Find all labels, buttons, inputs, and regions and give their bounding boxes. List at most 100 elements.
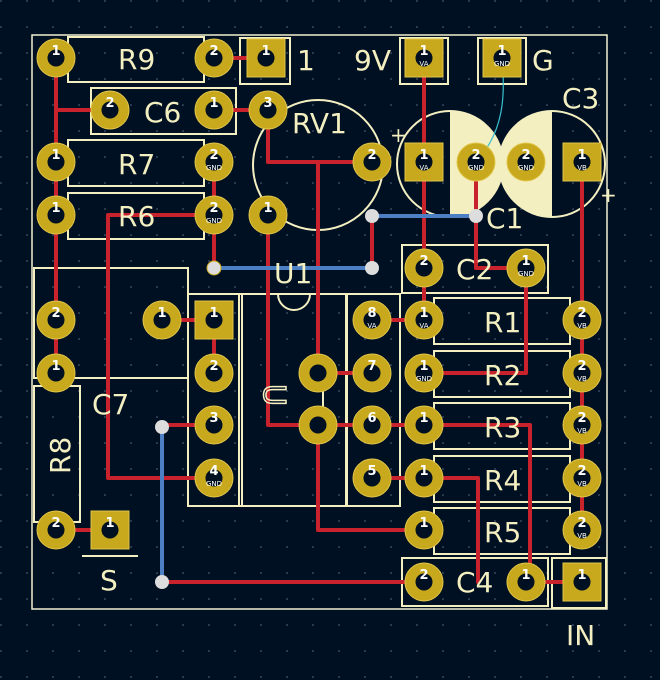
via <box>365 209 379 223</box>
pad-net-label: VB <box>577 532 587 540</box>
pad-rv1-3[interactable]: 3 <box>248 90 288 130</box>
pad-hole <box>572 363 592 383</box>
pad-net-label: VA <box>419 164 428 172</box>
pad-r5-1[interactable]: 1 <box>404 510 444 550</box>
pad-u-6[interactable]: 6 <box>352 405 392 445</box>
pad-number: 5 <box>367 464 376 479</box>
pad-hole <box>204 415 224 435</box>
pad-number: 2 <box>51 516 60 531</box>
pad-r4-1[interactable]: 1 <box>404 458 444 498</box>
jg-outline <box>477 37 527 85</box>
label-js: S <box>100 564 118 597</box>
pad-net-label: VB <box>577 480 587 488</box>
pad-u-1[interactable]: 1 <box>194 300 234 340</box>
pad-c3-1[interactable]: 1VB <box>562 142 602 182</box>
pad-r1-2[interactable]: 2VB <box>562 300 602 340</box>
pad-number: 2 <box>105 96 114 111</box>
pad-number: 2 <box>521 148 530 163</box>
pad-u-7[interactable]: 7 <box>352 353 392 393</box>
pad-c7-2[interactable]: 2 <box>36 300 76 340</box>
label-jg: G <box>532 44 554 77</box>
pad-r7-1[interactable]: 1 <box>36 142 76 182</box>
pad-c4-2[interactable]: 2 <box>404 562 444 602</box>
pad-number: 1 <box>209 306 218 321</box>
pad-hole <box>46 520 66 540</box>
pad-hole <box>308 363 328 383</box>
pad-r8-1[interactable]: 1 <box>36 353 76 393</box>
via <box>469 209 483 223</box>
label-c4: C4 <box>456 566 493 599</box>
pad-r3-2[interactable]: 2VB <box>562 405 602 445</box>
pad-net-label: VA <box>419 60 428 68</box>
pad-number: 2 <box>471 148 480 163</box>
pad-r9-2[interactable]: 2 <box>194 38 234 78</box>
pad-r5-2[interactable]: 2VB <box>562 510 602 550</box>
pad-hole <box>204 205 224 225</box>
pad-number: 2 <box>577 464 586 479</box>
designators: R9 C6 R7 R6 RV1 U1 C1 C2 C3 C4 C7 R8 R1 … <box>44 43 617 652</box>
pad-c4-1[interactable]: 1 <box>506 562 546 602</box>
pad-hole <box>46 152 66 172</box>
pad-hole <box>308 415 328 435</box>
pad-number: 1 <box>263 201 272 216</box>
pad-hole <box>204 468 224 488</box>
pad-r1-1[interactable]: 1VA <box>404 300 444 340</box>
pad-rv1-x[interactable] <box>298 353 338 393</box>
pad-u-8[interactable]: 8VA <box>352 300 392 340</box>
pad-c7-1[interactable]: 1 <box>142 300 182 340</box>
pad-number: 1 <box>261 44 270 59</box>
pad-number: 3 <box>263 96 272 111</box>
label-r2: R2 <box>484 359 521 392</box>
pad-hole <box>414 258 434 278</box>
pad-r3-1[interactable]: 1 <box>404 405 444 445</box>
pad-number: 1 <box>419 44 428 59</box>
pad-jin-1[interactable]: 1 <box>562 562 602 602</box>
back-copper-traces <box>160 214 478 584</box>
label-c2: C2 <box>456 253 493 286</box>
via <box>155 575 169 589</box>
pad-rv1-2[interactable]: 2 <box>352 142 392 182</box>
pad-hole <box>362 310 382 330</box>
pad-r8-2[interactable]: 2 <box>36 510 76 550</box>
pad-number: 2 <box>577 359 586 374</box>
pad-rv1-1[interactable]: 1 <box>248 195 288 235</box>
pad-u-5[interactable]: 5 <box>352 458 392 498</box>
pad-hole <box>204 152 224 172</box>
label-j9v: 9V <box>354 44 391 77</box>
pad-hole <box>414 468 434 488</box>
pad-r2-2[interactable]: 2VB <box>562 353 602 393</box>
pad-hole <box>516 258 536 278</box>
pad-r9-1[interactable]: 1 <box>36 38 76 78</box>
pad-j9v-1[interactable]: 1VA <box>404 38 444 78</box>
pad-j1-1[interactable]: 1 <box>246 38 286 78</box>
pad-hole <box>572 468 592 488</box>
u1-body-right <box>345 293 401 507</box>
pad-c1-1[interactable]: 1VA <box>404 142 444 182</box>
pad-u-2[interactable]: 2 <box>194 353 234 393</box>
pad-c2-2[interactable]: 2 <box>404 248 444 288</box>
pad-c6-2[interactable]: 2 <box>90 90 130 130</box>
pad-number: 2 <box>209 359 218 374</box>
pad-c6-1[interactable]: 1 <box>194 90 234 130</box>
label-r7: R7 <box>118 148 155 181</box>
u1-body-left <box>187 293 243 507</box>
pad-rv1-y[interactable] <box>298 405 338 445</box>
pad-r6-1[interactable]: 1 <box>36 195 76 235</box>
pad-number: 1 <box>51 148 60 163</box>
pad-number: 8 <box>367 306 376 321</box>
pad-r4-2[interactable]: 2VB <box>562 458 602 498</box>
pad-hole <box>466 152 486 172</box>
pad-js-1[interactable]: 1 <box>90 510 130 550</box>
pad-u-3[interactable]: 3 <box>194 405 234 445</box>
pad-number: 2 <box>419 568 428 583</box>
pad-number: 6 <box>367 411 376 426</box>
pad-hole <box>362 363 382 383</box>
